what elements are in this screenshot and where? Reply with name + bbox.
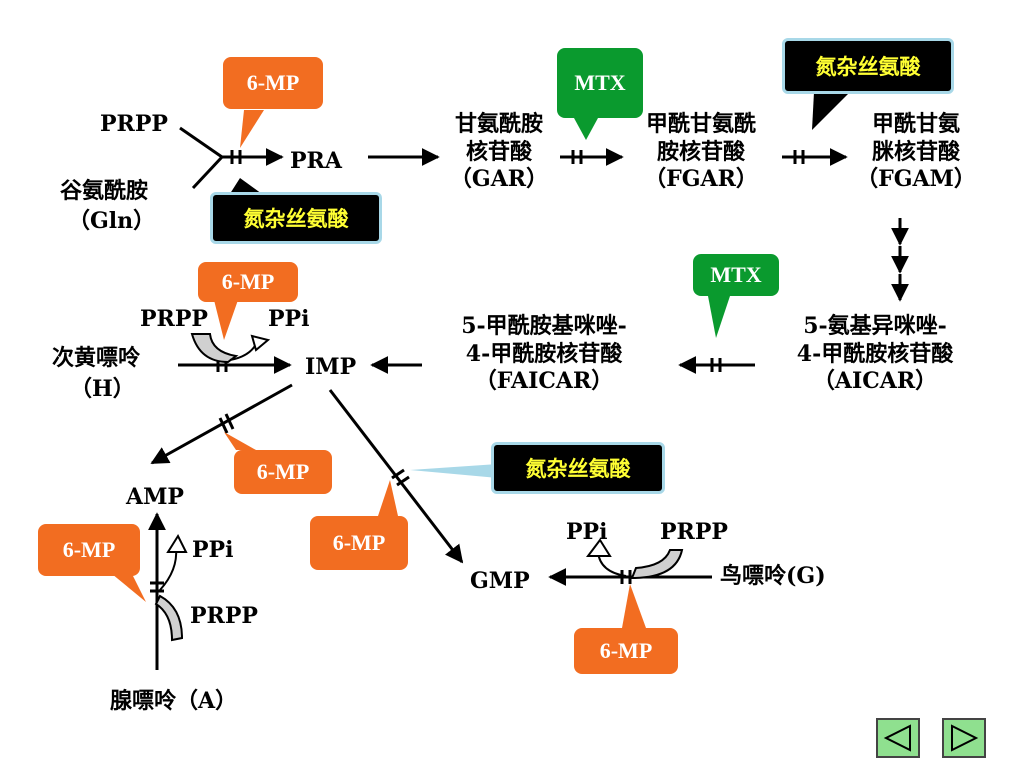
fgar-label: 甲酰甘氨酰胺核苷酸（FGAR）	[644, 111, 758, 192]
six-mp-callout-pra: 6-MP	[223, 57, 323, 109]
gln-to-pra-line	[191, 155, 224, 190]
prev-slide-button[interactable]	[876, 718, 920, 758]
glutamine-abbr: （Gln）	[68, 208, 156, 234]
mtx-aicar-tail	[708, 296, 730, 338]
ppi-label-guanine: PPi	[566, 519, 608, 545]
gar-label: 甘氨酰胺核苷酸（GAR）	[449, 111, 549, 192]
adenine-label: 腺嘌呤（A）	[110, 688, 238, 714]
mtx-callout-gar: MTX	[557, 48, 643, 118]
ppi-label-hypoxanthine: PPi	[268, 306, 310, 332]
next-slide-button[interactable]	[942, 718, 986, 758]
mp-amp-path-tail	[224, 432, 256, 450]
azaserine-gmp-tail	[410, 464, 498, 478]
mp-imp-tail	[214, 300, 238, 340]
six-mp-callout-imp: 6-MP	[198, 262, 298, 302]
pra-label: PRA	[290, 148, 342, 174]
imp-label: IMP	[305, 354, 357, 380]
guanine-label: 鸟嘌呤(G)	[720, 563, 826, 589]
triangle-right-icon	[951, 724, 979, 752]
glutamine-label: 谷氨酰胺	[60, 178, 149, 204]
aicar-label: 5-氨基异咪唑-4-甲酰胺核苷酸（AICAR）	[796, 313, 954, 394]
azaserine-callout-gmp: 氮杂丝氨酸	[491, 442, 665, 494]
prpp-to-pra-line	[179, 126, 223, 159]
amp-side-reaction	[154, 533, 188, 642]
six-mp-callout-guanine: 6-MP	[574, 628, 678, 674]
mp-guanine-tail	[622, 584, 646, 628]
fgam-label: 甲酰甘氨脒核苷酸（FGAM）	[856, 111, 976, 192]
gmp-side-reaction	[586, 538, 684, 580]
faicar-label: 5-甲酰胺基咪唑-4-甲酰胺核苷酸（FAICAR）	[461, 313, 627, 394]
prpp-label-adenine: PRPP	[190, 603, 258, 629]
prpp-label-guanine: PRPP	[660, 519, 728, 545]
prpp-label-top: PRPP	[100, 111, 168, 137]
azaserine-callout-fgar: 氮杂丝氨酸	[782, 38, 954, 94]
mtx-callout-aicar: MTX	[693, 254, 779, 296]
hypoxanthine-abbr: （H）	[70, 376, 135, 402]
mp-pra-tail	[240, 110, 264, 148]
triangle-left-icon	[883, 724, 911, 752]
gmp-label: GMP	[470, 568, 530, 594]
mp-adenine-tail	[112, 574, 146, 602]
hypoxanthine-side-reaction	[190, 333, 271, 364]
amp-label: AMP	[126, 484, 184, 510]
six-mp-callout-gmp-path: 6-MP	[310, 516, 408, 570]
six-mp-callout-amp-path: 6-MP	[234, 450, 332, 494]
azaserine-fgar-tail	[812, 92, 850, 130]
ppi-label-adenine: PPi	[192, 537, 234, 563]
mtx-gar-tail	[574, 118, 598, 140]
hypoxanthine-label: 次黄嘌呤	[52, 345, 141, 371]
mp-gmp-path-tail	[378, 480, 398, 516]
prpp-label-hypoxanthine: PRPP	[140, 306, 208, 332]
azaserine-callout-pra: 氮杂丝氨酸	[210, 192, 382, 244]
six-mp-callout-adenine: 6-MP	[38, 524, 140, 576]
